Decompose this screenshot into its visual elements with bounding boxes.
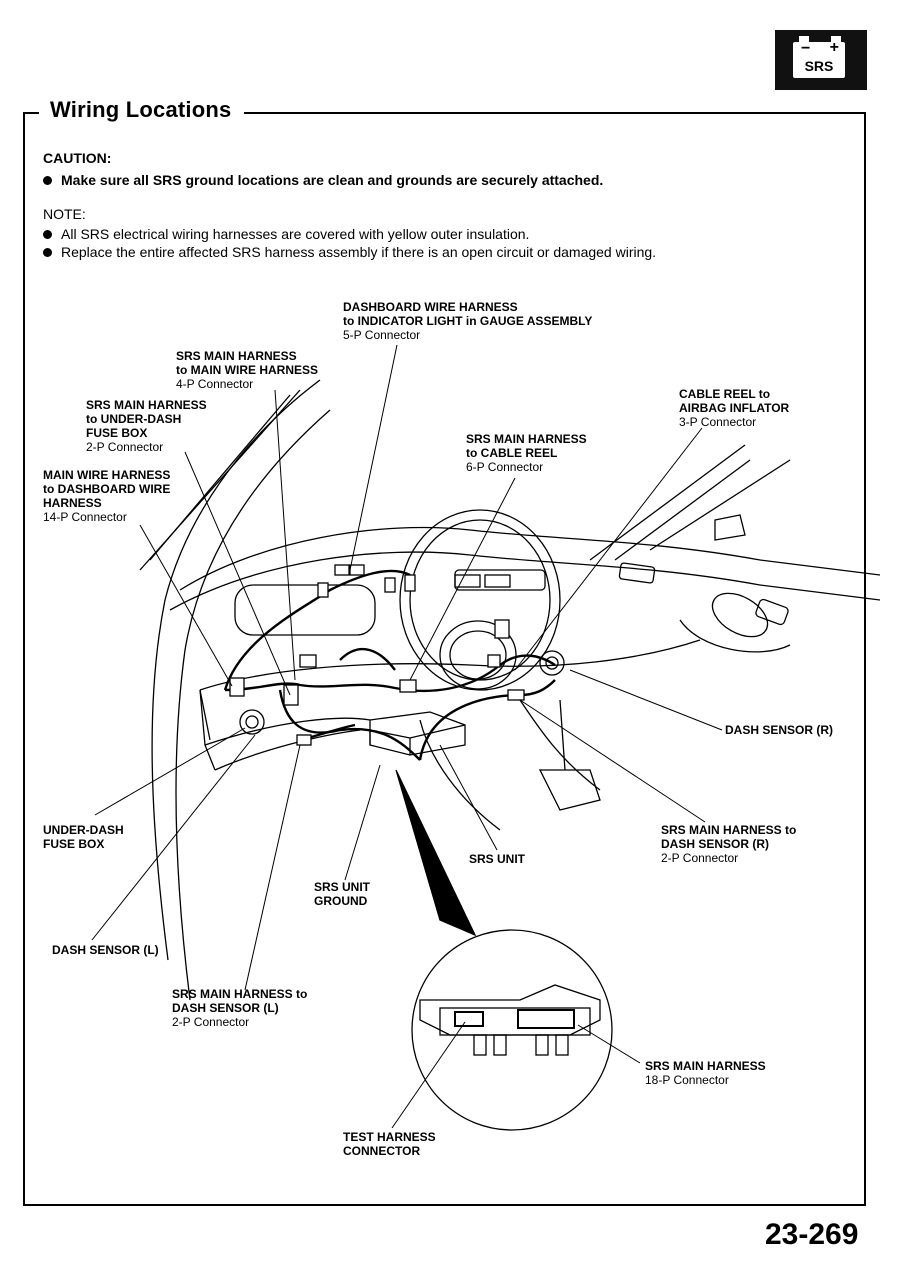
- label-main-to-sensor-l: SRS MAIN HARNESS to DASH SENSOR (L) 2-P …: [172, 987, 308, 1029]
- badge-plus: +: [829, 39, 839, 56]
- badge-text: SRS: [804, 58, 834, 74]
- note-item: All SRS electrical wiring harnesses are …: [43, 226, 529, 242]
- label-dash-sensor-r: DASH SENSOR (R): [725, 723, 834, 737]
- badge-minus: −: [801, 40, 811, 57]
- label-main-to-fuse: SRS MAIN HARNESS to UNDER-DASH FUSE BOX …: [86, 398, 207, 454]
- note-item: Replace the entire affected SRS harness …: [43, 244, 656, 260]
- frame-top-right-rule: [244, 112, 866, 114]
- section-frame: [23, 112, 866, 1206]
- label-main-18p: SRS MAIN HARNESS 18-P Connector: [645, 1059, 766, 1087]
- label-dashboard-harness: DASHBOARD WIRE HARNESS to INDICATOR LIGH…: [343, 300, 593, 342]
- srs-battery-badge: − + SRS: [775, 30, 867, 90]
- label-main-to-main: SRS MAIN HARNESS to MAIN WIRE HARNESS 4-…: [176, 349, 318, 391]
- page-number: 23-269: [765, 1218, 859, 1251]
- caution-item: Make sure all SRS ground locations are c…: [43, 172, 603, 188]
- label-dash-sensor-l: DASH SENSOR (L): [52, 943, 159, 957]
- label-srs-unit: SRS UNIT: [469, 852, 526, 866]
- page-title: Wiring Locations: [50, 97, 232, 122]
- label-main-to-sensor-r: SRS MAIN HARNESS to DASH SENSOR (R) 2-P …: [661, 823, 797, 865]
- note-heading: NOTE:: [43, 206, 86, 222]
- frame-top-left-rule: [23, 112, 39, 114]
- label-main-wire-to-dash: MAIN WIRE HARNESS to DASHBOARD WIRE HARN…: [43, 468, 171, 524]
- label-under-dash-fuse: UNDER-DASH FUSE BOX: [43, 823, 124, 851]
- label-cable-reel-airbag: CABLE REEL to AIRBAG INFLATOR 3-P Connec…: [679, 387, 790, 429]
- label-srs-unit-ground: SRS UNIT GROUND: [314, 880, 371, 908]
- label-main-to-cable-reel: SRS MAIN HARNESS to CABLE REEL 6-P Conne…: [466, 432, 587, 474]
- label-test-harness: TEST HARNESS CONNECTOR: [343, 1130, 436, 1158]
- caution-heading: CAUTION:: [43, 150, 112, 166]
